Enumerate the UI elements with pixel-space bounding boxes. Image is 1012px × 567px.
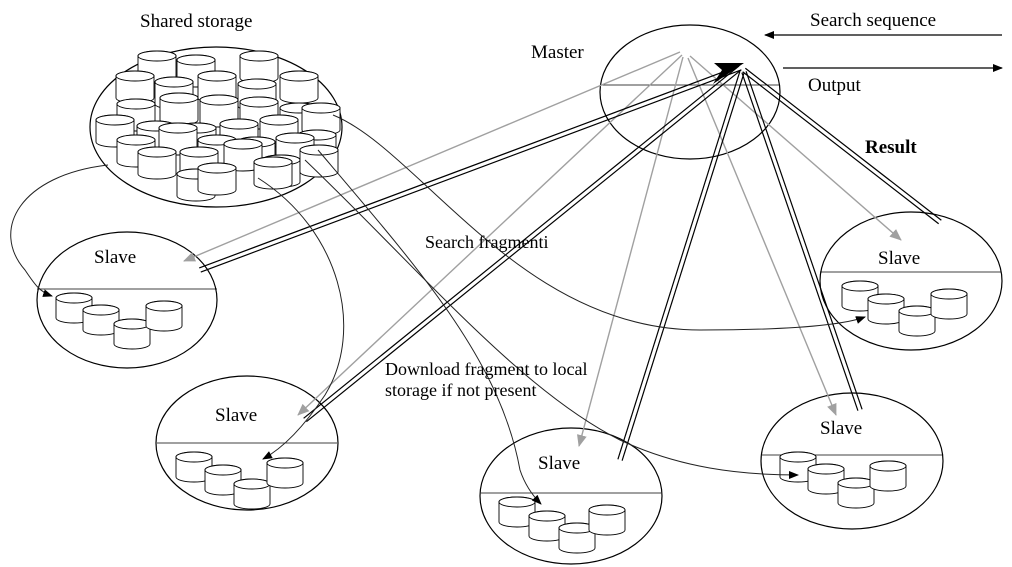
shared-storage-disks	[95, 50, 341, 202]
disk-icon	[779, 451, 817, 483]
download-curve-slave-5	[332, 114, 866, 331]
disk-icon	[159, 92, 199, 126]
disk-icon	[175, 451, 213, 483]
slave-label: Slave	[878, 248, 920, 269]
slave-label: Slave	[538, 453, 580, 474]
request-arrow-slave-1	[183, 51, 681, 262]
result-line	[306, 69, 742, 423]
disk-icon	[239, 50, 279, 84]
download-label-line1: Download fragment to local	[385, 359, 587, 379]
result-line	[617, 71, 741, 460]
disk-icon	[837, 477, 875, 509]
slave-node-2: Slave	[155, 375, 339, 511]
result-line	[741, 72, 859, 411]
slave-label: Slave	[215, 405, 257, 426]
disk-icon	[266, 457, 304, 489]
disk-icon	[145, 300, 183, 332]
master-circle	[599, 24, 781, 160]
download-label-line2: storage if not present	[385, 380, 536, 400]
download-curve-slave-3	[317, 149, 542, 505]
download-curve-slave-2	[257, 177, 345, 460]
slave-label: Slave	[94, 247, 136, 268]
result-line	[303, 65, 739, 419]
disk-icon	[158, 122, 198, 156]
disk-icon	[197, 162, 237, 196]
disk-icon	[588, 504, 626, 536]
disk-icon	[223, 138, 263, 172]
disk-icon	[807, 463, 845, 495]
result-arrowhead	[713, 63, 744, 84]
result-line	[621, 72, 745, 461]
slave-local-disks	[841, 280, 968, 337]
download-arrows	[10, 114, 866, 505]
request-arrow-slave-3	[577, 56, 684, 447]
slave-local-disks	[55, 292, 183, 350]
request-arrow-slave-5	[689, 55, 902, 241]
master-label: Master	[531, 42, 584, 63]
disk-icon	[869, 460, 907, 492]
slave-local-disks	[779, 451, 907, 509]
download-curve-slave-4	[304, 159, 799, 479]
disk-icon	[279, 70, 319, 104]
slave-node-3: Slave	[479, 427, 663, 565]
result-line	[745, 71, 863, 410]
disk-icon	[898, 305, 936, 337]
slave-node-5: Slave	[819, 211, 1003, 351]
result-line	[199, 65, 740, 269]
request-arrow-slave-2	[297, 54, 683, 416]
disk-icon	[199, 94, 239, 128]
result-line	[742, 71, 940, 225]
disk-icon	[137, 146, 177, 180]
disk-icon	[528, 510, 566, 542]
slave-label: Slave	[820, 418, 862, 439]
slave-node-4: Slave	[760, 392, 944, 530]
master-node	[599, 24, 781, 160]
output-label: Output	[808, 75, 862, 96]
disk-icon	[233, 478, 271, 510]
disk-icon	[113, 318, 151, 350]
disk-icon	[299, 144, 339, 178]
slave-local-disks	[498, 496, 626, 554]
result-arrows	[199, 65, 942, 461]
download-curve-slave-1	[10, 164, 109, 297]
shared-storage	[89, 46, 343, 208]
disk-icon	[204, 464, 242, 496]
slave-circle	[155, 375, 339, 511]
search-request-arrows	[183, 51, 902, 447]
slave-node-1: Slave	[36, 231, 218, 369]
result-line	[744, 67, 942, 221]
disk-icon	[115, 70, 155, 104]
result-line	[200, 69, 741, 273]
slave-circle	[819, 211, 1003, 351]
search-sequence-label: Search sequence	[810, 10, 936, 31]
request-arrow-slave-4	[687, 57, 837, 416]
disk-icon	[930, 288, 968, 320]
shared-storage-circle	[89, 46, 343, 208]
disk-icon	[558, 522, 596, 554]
shared-storage-label: Shared storage	[140, 11, 252, 32]
disk-icon	[253, 156, 293, 190]
slave-local-disks	[175, 451, 304, 510]
search-fragment-label: Search fragmenti	[425, 232, 548, 252]
result-label: Result	[865, 137, 917, 158]
slave-circle	[36, 231, 218, 369]
slave-circle	[479, 427, 663, 565]
